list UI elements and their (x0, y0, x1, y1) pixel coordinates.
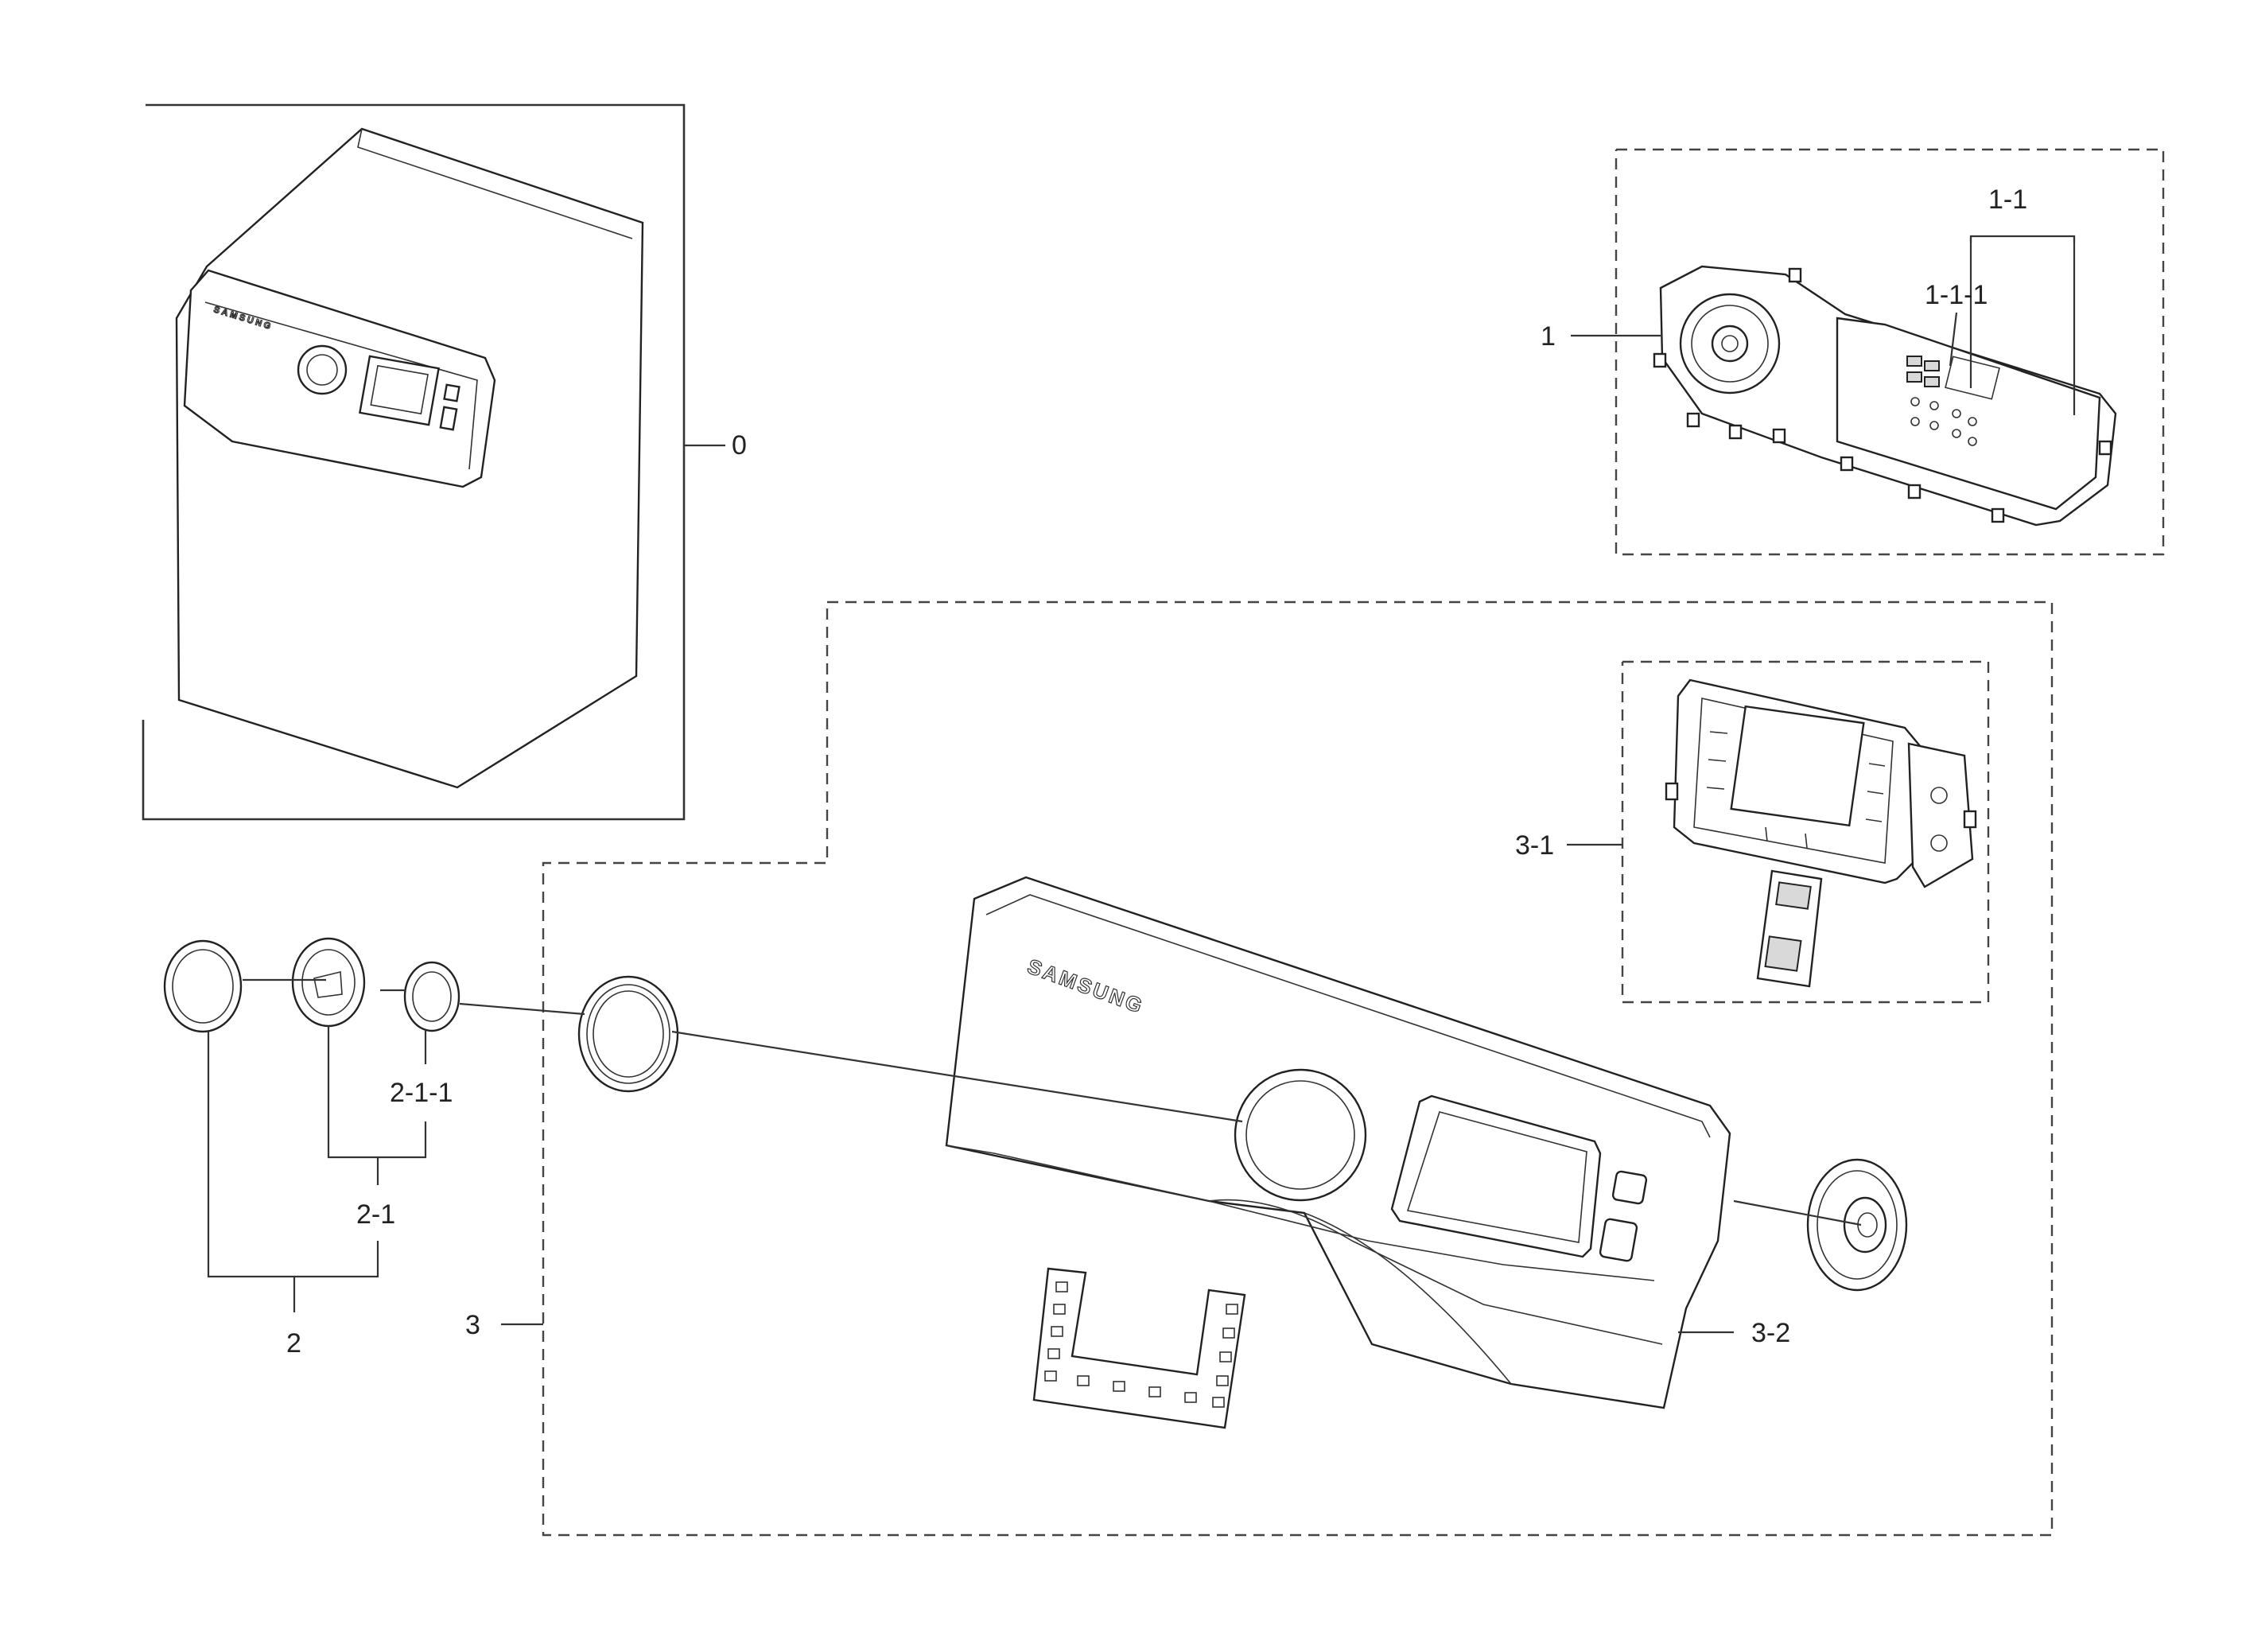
callout-2-1-1: 2-1-1 (390, 1078, 453, 1108)
pcb-module-cover (1836, 317, 2101, 511)
callout-1: 1 (1541, 321, 1556, 352)
knob-body-part (291, 937, 366, 1028)
frame-3-1 (1621, 660, 1990, 1004)
assembly-2-knob: 2-1-1 2-1 2 (163, 937, 585, 1359)
callout-3-1: 3-1 (1515, 830, 1554, 861)
assembly-1-pcb: 1 1-1 1-1-1 (1541, 148, 2165, 556)
control-panel-button-upper (1611, 1170, 1648, 1205)
frame-3 (542, 601, 2054, 1537)
callout-3: 3 (465, 1310, 480, 1340)
callout-2: 2 (286, 1328, 301, 1359)
display-lcd-screen (1730, 705, 1865, 827)
frame-1 (1615, 148, 2165, 556)
callout-0: 0 (732, 430, 747, 461)
callout-1-1-1: 1-1-1 (1925, 280, 1988, 310)
assembly-3-control-panel: 3 SAMSUNG (465, 601, 2054, 1537)
control-panel-button-lower (1599, 1218, 1638, 1262)
frame-0 (142, 103, 686, 821)
display-touch-keys (1706, 731, 1886, 849)
callout-2-1: 2-1 (356, 1199, 395, 1230)
knob-cap-part (163, 939, 243, 1033)
assembly-0-appliance: SAMSUNG 0 (142, 103, 747, 821)
dial-trim-ring (577, 975, 679, 1093)
control-panel-dial-opening (1234, 1068, 1367, 1202)
control-panel-display-window (1390, 1094, 1602, 1258)
pcb-mount-tabs (1653, 267, 2112, 523)
appliance-display (359, 355, 440, 426)
pcb-components (1910, 356, 2000, 446)
flex-circuit-part (1032, 1267, 1246, 1429)
callout-1-1: 1-1 (1988, 185, 2027, 215)
appliance-dial-knob (297, 344, 348, 395)
callout-3-2: 3-2 (1751, 1318, 1790, 1348)
display-side-bracket (1907, 742, 1974, 888)
assembly-3-1-display-pcb: 3-1 (1515, 660, 1990, 1004)
